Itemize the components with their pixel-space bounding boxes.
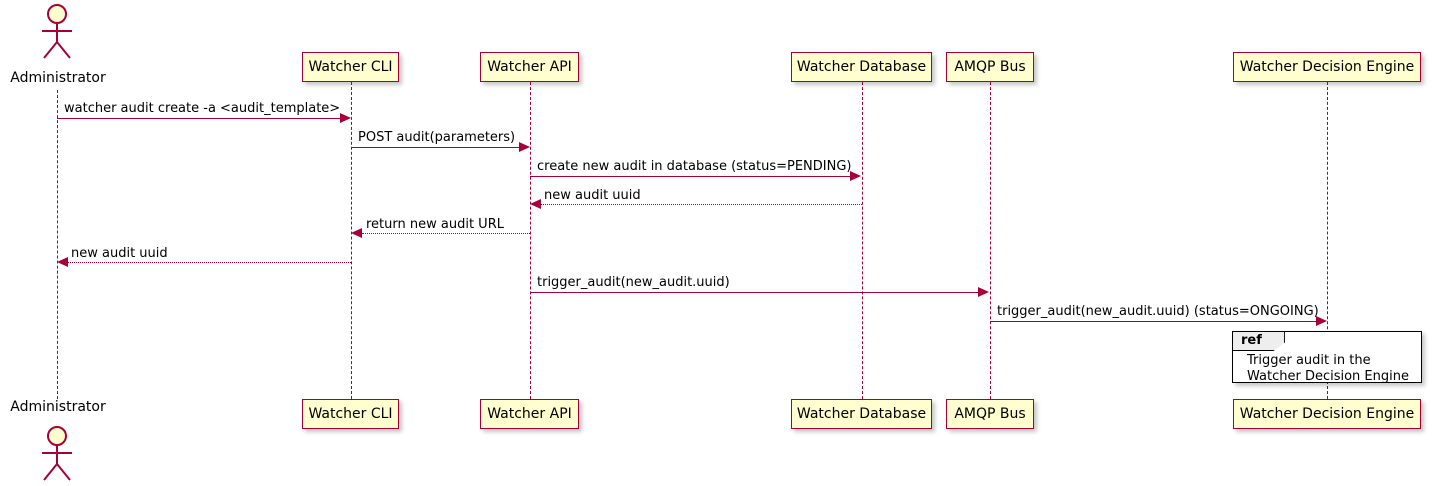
participant-amqp-bus-top[interactable]: AMQP Bus (946, 52, 1034, 82)
actor-administrator-bottom-figure (42, 426, 72, 481)
message-label-5: new audit uuid (71, 246, 168, 261)
message-line-1 (351, 147, 520, 148)
lifeline-watcher-decision-engine (1327, 82, 1328, 399)
message-arrowhead-6 (978, 287, 989, 297)
message-label-0: watcher audit create -a <audit_template> (64, 101, 341, 116)
message-line-3 (541, 204, 862, 205)
lifeline-watcher-database (862, 82, 863, 399)
message-arrowhead-0 (340, 113, 351, 123)
participant-watcher-database-bottom[interactable]: Watcher Database (791, 399, 932, 429)
message-line-6 (530, 292, 979, 293)
message-line-7 (990, 321, 1317, 322)
message-line-5 (68, 262, 351, 263)
participant-watcher-decision-engine-bottom[interactable]: Watcher Decision Engine (1233, 399, 1421, 429)
message-label-2: create new audit in database (status=PEN… (537, 159, 852, 174)
message-label-6: trigger_audit(new_audit.uuid) (537, 275, 730, 290)
message-label-7: trigger_audit(new_audit.uuid) (status=ON… (997, 304, 1319, 319)
lifeline-amqp-bus (990, 82, 991, 399)
participant-watcher-api-top[interactable]: Watcher API (480, 52, 579, 82)
ref-fragment-body-line-2: Watcher Decision Engine (1247, 369, 1409, 384)
message-arrowhead-3 (530, 199, 541, 209)
participant-watcher-database-top[interactable]: Watcher Database (791, 52, 932, 82)
lifeline-watcher-cli (351, 82, 352, 399)
message-arrowhead-4 (351, 228, 362, 238)
message-arrowhead-5 (57, 257, 68, 267)
actor-administrator-top-figure (42, 4, 72, 59)
ref-fragment-trigger-audit[interactable]: ref Trigger audit in the Watcher Decisio… (1232, 331, 1422, 384)
lifeline-administrator (57, 90, 58, 399)
message-label-4: return new audit URL (366, 217, 504, 232)
participant-amqp-bus-bottom[interactable]: AMQP Bus (946, 399, 1034, 429)
ref-fragment-body-line-1: Trigger audit in the (1247, 353, 1371, 368)
actor-administrator-top-label: Administrator (10, 70, 106, 86)
message-arrowhead-7 (1316, 316, 1327, 326)
message-line-2 (530, 176, 851, 177)
message-line-4 (362, 233, 530, 234)
message-arrowhead-1 (519, 142, 530, 152)
actor-administrator-bottom-label: Administrator (10, 399, 106, 415)
message-label-1: POST audit(parameters) (358, 130, 516, 145)
participant-watcher-api-bottom[interactable]: Watcher API (480, 399, 579, 429)
participant-watcher-cli-top[interactable]: Watcher CLI (302, 52, 399, 82)
message-arrowhead-2 (850, 171, 861, 181)
participant-watcher-cli-bottom[interactable]: Watcher CLI (302, 399, 399, 429)
message-line-0 (57, 118, 341, 119)
participant-watcher-decision-engine-top[interactable]: Watcher Decision Engine (1233, 52, 1421, 82)
lifeline-watcher-api (530, 82, 531, 399)
message-label-3: new audit uuid (544, 188, 641, 203)
ref-fragment-tab-label: ref (1233, 332, 1285, 351)
